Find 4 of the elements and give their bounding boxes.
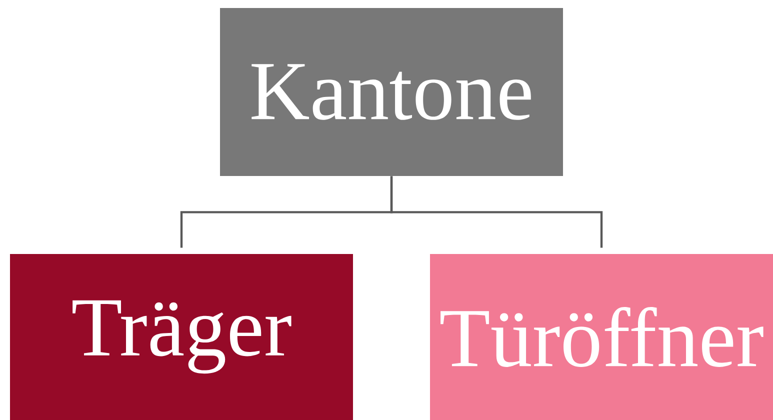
connector-line (390, 176, 603, 248)
org-box: Türöffner (430, 254, 773, 420)
org-box: Kantone (220, 8, 563, 176)
org-box: Träger (10, 254, 353, 420)
